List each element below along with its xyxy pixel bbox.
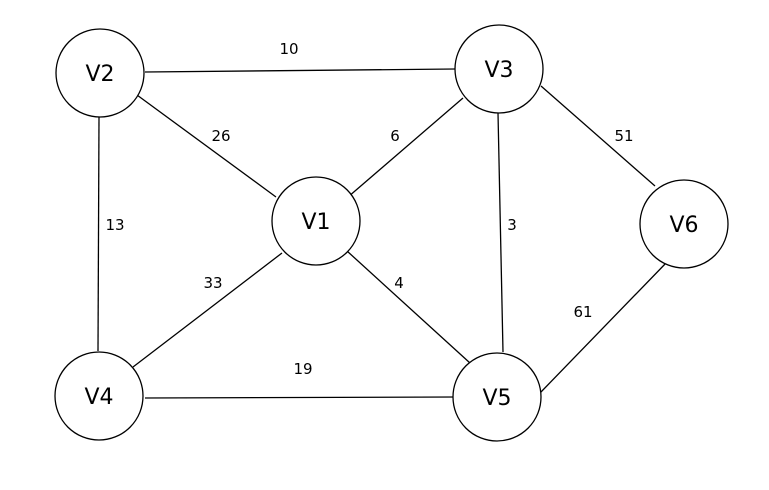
node-v6-label: V6 (669, 213, 698, 238)
edge-v2-v1 (136, 94, 277, 198)
node-v2-label: V2 (85, 62, 114, 87)
node-v4-label: V4 (84, 385, 113, 410)
edge-v1-v5 (346, 250, 471, 364)
node-v2: V2 (55, 28, 145, 118)
weight-v1-v5: 4 (394, 274, 404, 292)
weight-v4-v5: 19 (293, 360, 312, 378)
node-v3-label: V3 (484, 58, 513, 83)
edges (97, 68, 668, 399)
node-v5: V5 (452, 352, 542, 442)
edge-v4-v5 (144, 396, 457, 399)
edge-v2-v4 (97, 116, 100, 352)
edge-v4-v1 (132, 252, 283, 368)
weight-v4-v1: 33 (203, 274, 222, 292)
node-v4: V4 (54, 351, 144, 441)
node-v3: V3 (454, 24, 544, 114)
weight-v2-v4: 13 (105, 216, 124, 234)
node-v6: V6 (639, 179, 729, 269)
edge-v6-v5 (539, 261, 668, 394)
node-v1-label: V1 (301, 210, 330, 235)
weight-v3-v6: 51 (614, 127, 633, 145)
weight-v3-v1: 6 (390, 127, 400, 145)
weight-v2-v3: 10 (279, 40, 298, 58)
weight-v2-v1: 26 (211, 127, 230, 145)
weight-v3-v5: 3 (507, 216, 517, 234)
node-v5-label: V5 (482, 386, 511, 411)
node-v1: V1 (271, 176, 361, 266)
edge-v3-v6 (540, 85, 656, 187)
weight-v6-v5: 61 (573, 303, 592, 321)
edge-v3-v1 (347, 97, 464, 198)
edge-v3-v5 (497, 112, 504, 353)
edge-weights: 10 26 6 51 13 3 33 4 61 19 (105, 40, 633, 378)
edge-v2-v3 (144, 68, 456, 73)
